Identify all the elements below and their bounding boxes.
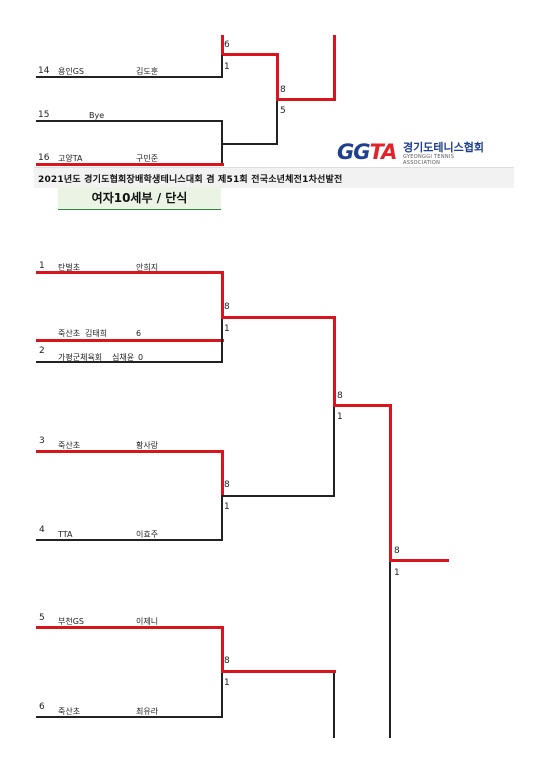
bracket-line	[36, 716, 223, 718]
club-name: Bye	[89, 111, 105, 120]
bracket-line	[221, 318, 223, 362]
score: 1	[224, 62, 230, 72]
bracket-line	[36, 626, 224, 629]
score: 6	[224, 40, 230, 50]
player-name: 황사랑	[136, 441, 159, 450]
bracket-line	[221, 673, 223, 717]
seed-number: 1	[39, 261, 45, 271]
seed-number: 6	[39, 702, 45, 712]
score: 1	[394, 568, 400, 578]
player-name: 김도훈	[136, 67, 159, 76]
bracket-line	[333, 316, 336, 406]
score: 1	[337, 412, 343, 422]
bracket-line	[221, 670, 336, 673]
club-name: 죽산초	[58, 441, 81, 450]
player-name: 심채윤	[112, 353, 135, 362]
bracket-line	[221, 626, 224, 673]
club-name: 탄벌초	[58, 263, 81, 272]
bracket-line	[333, 35, 336, 101]
bracket-line	[36, 271, 224, 274]
bracket-line	[333, 673, 335, 738]
player-name: 구민준	[136, 154, 159, 163]
club-name: TTA	[58, 530, 73, 539]
event-subtitle: 여자10세부 / 단식	[58, 187, 221, 210]
seed-number: 4	[39, 525, 45, 535]
tournament-title-bar: 2021년도 경기도협회장배학생테니스대회 겸 제51회 전국소년체전1차선발전	[34, 167, 514, 188]
bracket-line	[36, 120, 223, 122]
seed-number: 2	[39, 346, 45, 356]
score: 8	[224, 656, 230, 666]
club-name: 고양TA	[58, 154, 83, 163]
bracket-line	[221, 143, 278, 145]
seed-number: 3	[39, 436, 45, 446]
bracket-line	[276, 101, 278, 144]
club-name: 죽산초	[58, 329, 81, 338]
bracket-line	[221, 120, 223, 165]
seed-number: 15	[38, 110, 50, 120]
bracket-line	[36, 76, 223, 78]
club-name: 죽산초	[58, 707, 81, 716]
bracket-line	[221, 495, 335, 497]
bracket-line	[36, 450, 224, 453]
set-score: 0	[138, 353, 144, 362]
bracket-line	[276, 53, 279, 101]
bracket-line	[389, 559, 449, 562]
player-name: 이효주	[136, 530, 159, 539]
player-name: 이제니	[136, 617, 159, 626]
bracket-line	[36, 163, 224, 166]
bracket-line	[389, 562, 391, 738]
bracket-line	[221, 316, 336, 319]
seed-number: 16	[38, 153, 50, 163]
bracket-line	[221, 496, 223, 540]
score: 5	[280, 106, 286, 116]
club-name: 부천GS	[58, 617, 84, 626]
player-name: 김태희	[85, 329, 108, 338]
score: 8	[394, 546, 400, 556]
player-name: 최유라	[136, 707, 159, 716]
bracket-line	[221, 53, 278, 56]
association-logo: GGTA 경기도테니스협회 GYEONGGI TENNIS ASSOCIATIO…	[337, 140, 487, 166]
score: 1	[224, 678, 230, 688]
logo-name-korean: 경기도테니스협회	[403, 141, 484, 154]
club-name: 용인GS	[58, 67, 84, 76]
bracket-line	[221, 35, 224, 55]
score: 1	[224, 324, 230, 334]
bracket-line	[221, 55, 223, 77]
club-name: 가평군체육회	[58, 353, 103, 362]
bracket-line	[389, 404, 392, 562]
bracket-line	[221, 450, 224, 496]
seed-number: 5	[39, 613, 45, 623]
bracket-line	[276, 98, 334, 101]
score: 8	[280, 85, 286, 95]
bracket-line	[36, 361, 223, 363]
bracket-line	[333, 406, 335, 496]
player-name: 안희지	[136, 263, 159, 272]
bracket-line	[221, 271, 224, 318]
logo-name-english: GYEONGGI TENNIS ASSOCIATION	[403, 154, 455, 166]
logo-mark: GGTA	[337, 140, 397, 164]
seed-number: 14	[38, 66, 50, 76]
bracket-line	[36, 339, 224, 342]
score: 8	[224, 302, 230, 312]
tournament-title: 2021년도 경기도협회장배학생테니스대회 겸 제51회 전국소년체전1차선발전	[38, 175, 343, 185]
bracket-line	[36, 539, 223, 541]
set-score: 6	[136, 329, 142, 338]
bracket-line	[333, 404, 392, 407]
score: 8	[337, 391, 343, 401]
score: 8	[224, 480, 230, 490]
score: 1	[224, 502, 230, 512]
